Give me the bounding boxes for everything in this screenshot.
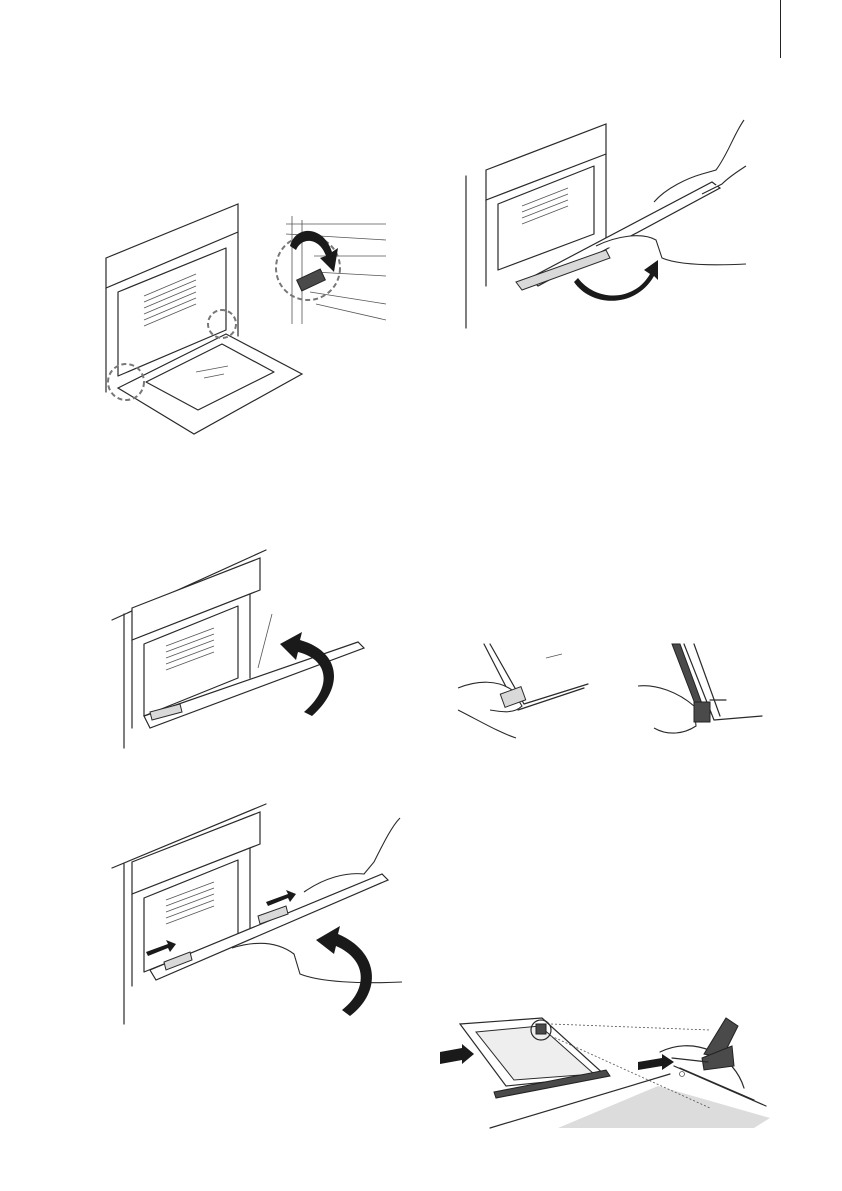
door-slide-out-illustration bbox=[110, 802, 402, 1026]
glass-reinsert-illustration bbox=[434, 1018, 770, 1130]
glass-release-illustration bbox=[458, 640, 762, 744]
door-half-closed-illustration bbox=[110, 548, 370, 750]
oven-door-open-illustration bbox=[96, 196, 386, 442]
figure-door-half-closed bbox=[110, 548, 370, 750]
page-edge-line bbox=[780, 0, 781, 58]
door-rotate-illustration bbox=[466, 118, 746, 330]
figure-glass-reinsert bbox=[434, 1018, 770, 1130]
figure-glass-release bbox=[458, 640, 762, 744]
glass-release-right bbox=[638, 644, 762, 733]
figure-oven-door-open bbox=[96, 196, 386, 442]
hinge-detail-inset bbox=[276, 216, 386, 324]
figure-door-rotate bbox=[466, 118, 746, 330]
figure-door-slide-out bbox=[110, 802, 402, 1026]
glass-release-left bbox=[458, 644, 588, 738]
